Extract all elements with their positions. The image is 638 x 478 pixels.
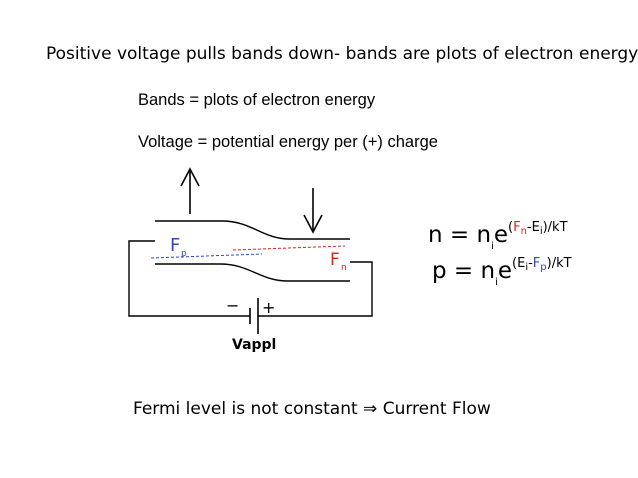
down-arrow-icon bbox=[303, 188, 323, 234]
fermi-n-label: F bbox=[330, 250, 340, 270]
circuit-wire-left bbox=[128, 240, 250, 317]
p-eq-minus: - bbox=[528, 256, 533, 271]
p-eq-exponent: (Ei-Fp)/kT bbox=[512, 256, 572, 273]
n-eq-ei-subscript: i bbox=[539, 226, 543, 237]
hole-concentration-equation: p = nie(Ei-Fp)/kT bbox=[432, 256, 572, 288]
electron-concentration-equation: n = nie(Fn-Ei)/kT bbox=[428, 220, 568, 252]
conclusion-text: Fermi level is not constant ⇒ Current Fl… bbox=[133, 399, 491, 419]
p-eq-exp-base: e bbox=[497, 258, 513, 284]
fermi-level-p-line bbox=[150, 253, 263, 259]
p-eq-lhs: p = n bbox=[432, 258, 496, 284]
p-eq-fp: F bbox=[532, 256, 541, 271]
fermi-level-n-line bbox=[232, 245, 346, 251]
fermi-n-subscript: n bbox=[341, 263, 347, 273]
p-eq-ei-subscript: i bbox=[525, 262, 529, 273]
n-eq-tail: )/kT bbox=[542, 220, 568, 235]
battery-label: Vappl bbox=[232, 337, 276, 353]
fermi-p-label: F bbox=[170, 235, 180, 256]
n-eq-ni-subscript: i bbox=[491, 241, 494, 252]
n-eq-exponent: (Fn-Ei)/kT bbox=[508, 220, 568, 237]
n-eq-exp-base: e bbox=[493, 222, 508, 248]
n-eq-open: ( bbox=[508, 220, 514, 235]
p-eq-open-ei: (E bbox=[512, 256, 526, 271]
p-eq-tail: )/kT bbox=[546, 256, 572, 271]
battery-minus-sign: − bbox=[226, 296, 239, 315]
voltage-definition: Voltage = potential energy per (+) charg… bbox=[138, 133, 438, 151]
valence-band-line bbox=[155, 263, 350, 282]
battery-plus-sign: + bbox=[262, 298, 275, 317]
n-eq-minus-ei: -E bbox=[526, 220, 540, 235]
circuit-wire-right bbox=[258, 261, 373, 317]
up-arrow-icon bbox=[180, 167, 200, 214]
p-eq-fp-subscript: p bbox=[540, 262, 547, 273]
n-eq-fn: F bbox=[513, 220, 521, 235]
bands-definition: Bands = plots of electron energy bbox=[138, 91, 376, 109]
fermi-p-subscript: p bbox=[181, 249, 187, 259]
n-eq-lhs: n = n bbox=[428, 222, 492, 248]
conduction-band-line bbox=[155, 220, 350, 240]
p-eq-ni-subscript: i bbox=[495, 277, 498, 288]
n-eq-fn-subscript: n bbox=[520, 226, 527, 237]
slide-title: Positive voltage pulls bands down- bands… bbox=[46, 44, 638, 64]
